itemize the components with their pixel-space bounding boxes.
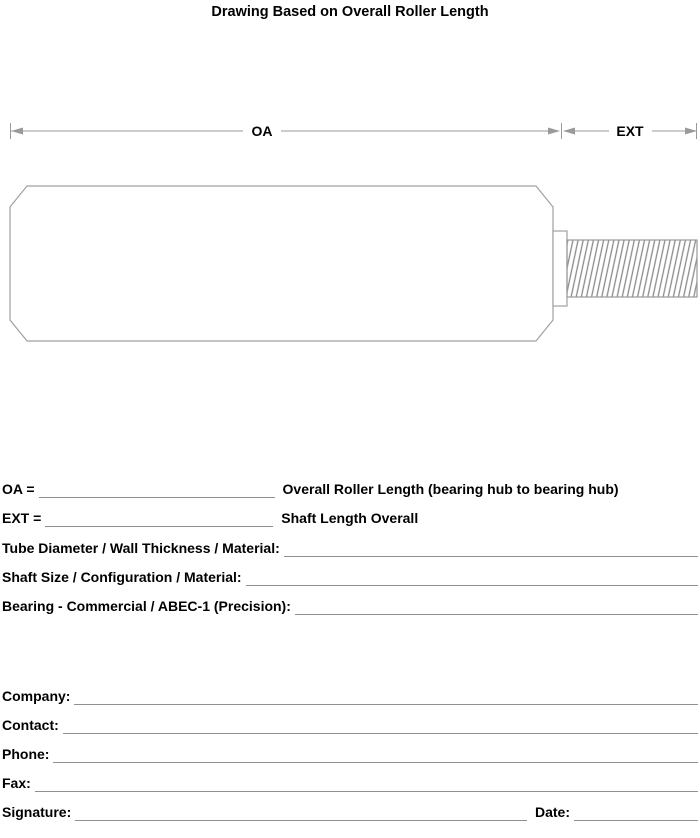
oa-description: Overall Roller Length (bearing hub to be… xyxy=(282,481,619,497)
phone-input[interactable] xyxy=(53,745,698,763)
bearing-hub xyxy=(552,230,568,307)
form-row-contact: Contact: xyxy=(2,714,698,734)
shaft-label: Shaft Size / Configuration / Material: xyxy=(2,569,242,585)
oa-arrow-right xyxy=(548,127,560,135)
signature-label: Signature: xyxy=(2,804,72,820)
oa-dimension-label: OA xyxy=(252,123,273,139)
form-row-company: Company: xyxy=(2,685,698,705)
company-input[interactable] xyxy=(74,687,698,705)
bearing-label: Bearing - Commercial / ABEC-1 (Precision… xyxy=(2,598,291,614)
page-title: Drawing Based on Overall Roller Length xyxy=(211,4,489,20)
ext-value-input[interactable] xyxy=(45,509,274,527)
ext-dimension-label: EXT xyxy=(616,123,644,139)
oa-label: OA = xyxy=(2,481,35,497)
form-row-signature: Signature: Date: xyxy=(2,801,698,821)
date-input[interactable] xyxy=(574,803,698,821)
form-row-bearing: Bearing - Commercial / ABEC-1 (Precision… xyxy=(2,595,698,615)
ext-arrow-right xyxy=(685,127,697,135)
form-row-fax: Fax: xyxy=(2,772,698,792)
bearing-spec-input[interactable] xyxy=(294,597,698,615)
ext-description: Shaft Length Overall xyxy=(281,510,419,526)
oa-arrow-left xyxy=(11,127,23,135)
date-label: Date: xyxy=(534,804,570,820)
ext-arrow-left xyxy=(563,127,575,135)
fax-label: Fax: xyxy=(2,775,31,791)
oa-value-input[interactable] xyxy=(38,480,275,498)
ext-label: EXT = xyxy=(2,510,42,526)
oa-dimension-line xyxy=(10,123,562,139)
form-row-oa: OA = Overall Roller Length (bearing hub … xyxy=(2,478,698,498)
form-row-phone: Phone: xyxy=(2,743,698,763)
form-row-ext: EXT = Shaft Length Overall xyxy=(2,507,698,527)
fax-input[interactable] xyxy=(34,774,698,792)
roller-body xyxy=(9,185,554,342)
contact-input[interactable] xyxy=(62,716,698,734)
phone-label: Phone: xyxy=(2,746,50,762)
contact-label: Contact: xyxy=(2,717,59,733)
tube-label: Tube Diameter / Wall Thickness / Materia… xyxy=(2,540,280,556)
threaded-shaft xyxy=(566,239,698,298)
shaft-spec-input[interactable] xyxy=(245,568,698,586)
form-row-tube: Tube Diameter / Wall Thickness / Materia… xyxy=(2,537,698,557)
roller-drawing: OA EXT xyxy=(9,123,698,342)
signature-input[interactable] xyxy=(75,803,527,821)
tube-spec-input[interactable] xyxy=(283,539,698,557)
form-row-shaft: Shaft Size / Configuration / Material: xyxy=(2,566,698,586)
company-label: Company: xyxy=(2,688,71,704)
